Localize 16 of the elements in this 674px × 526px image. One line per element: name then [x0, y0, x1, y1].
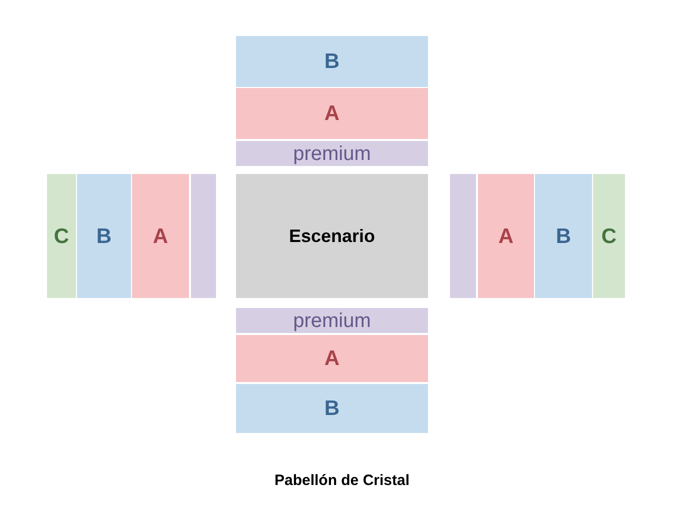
seating-section: B: [236, 384, 428, 433]
stage-area: Escenario: [236, 174, 428, 298]
seating-section: C: [47, 174, 76, 298]
seating-section: B: [236, 36, 428, 87]
seating-section: C: [593, 174, 625, 298]
seating-section: A: [132, 174, 189, 298]
seating-section: premium: [236, 141, 428, 166]
seating-section: B: [535, 174, 592, 298]
seating-section: A: [478, 174, 534, 298]
seating-section: premium: [236, 308, 428, 333]
seating-section: A: [236, 335, 428, 382]
caption-text: Pabellón de Cristal: [273, 472, 411, 489]
seating-section: B: [77, 174, 131, 298]
seating-section: A: [236, 88, 428, 139]
seating-section: [450, 174, 476, 298]
seating-section: [191, 174, 216, 298]
